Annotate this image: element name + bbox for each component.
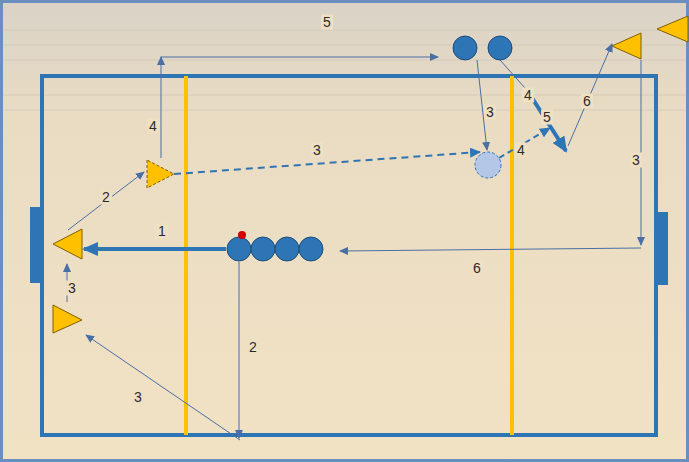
- move-arrow: [68, 172, 144, 230]
- callout-number: 5: [321, 15, 333, 30]
- move-arrow: [161, 57, 438, 58]
- attacker: [275, 237, 299, 261]
- move-arrow: [86, 335, 240, 440]
- attacker: [251, 237, 275, 261]
- zone-line: [184, 76, 188, 435]
- callout-number: 2: [100, 190, 112, 205]
- attacker: [227, 237, 251, 261]
- move-arrow-dashed: [499, 128, 550, 158]
- ball: [238, 231, 246, 239]
- move-arrow: [239, 262, 240, 438]
- callout-number: 4: [147, 119, 159, 134]
- defender-ghost: [147, 160, 174, 188]
- defender-players: [53, 16, 688, 333]
- callout-number: 4: [522, 88, 534, 103]
- attacker: [299, 237, 323, 261]
- callout-number: 4: [515, 143, 527, 158]
- callout-number: 5: [541, 110, 553, 125]
- callout-number: 6: [471, 261, 483, 276]
- callout-number: 1: [156, 224, 168, 239]
- pass-arrow-dashed: [174, 152, 480, 174]
- defender: [53, 305, 82, 333]
- callout-number: 3: [630, 153, 642, 168]
- attacker-players: [227, 36, 512, 261]
- attacker: [453, 36, 477, 60]
- callout-number: 3: [66, 281, 78, 296]
- callout-number: 2: [247, 340, 259, 355]
- attacker-ghost: [475, 152, 501, 178]
- stadium-stands: [0, 30, 689, 110]
- zone-line: [510, 76, 514, 435]
- court-line: [42, 76, 656, 435]
- move-arrow: [568, 44, 612, 146]
- defender: [612, 33, 641, 59]
- attacker: [488, 36, 512, 60]
- move-arrow: [340, 248, 641, 251]
- callout-number: 3: [484, 105, 496, 120]
- goal: [656, 212, 668, 285]
- pass-arrow: [84, 247, 226, 251]
- goalkeeper: [53, 229, 82, 259]
- goal: [30, 207, 42, 283]
- callout-number: 3: [311, 143, 323, 158]
- move-arrow: [500, 60, 525, 88]
- defender: [657, 16, 688, 42]
- callout-number: 6: [581, 94, 593, 109]
- callout-number: 3: [132, 390, 144, 405]
- move-arrow: [161, 57, 162, 158]
